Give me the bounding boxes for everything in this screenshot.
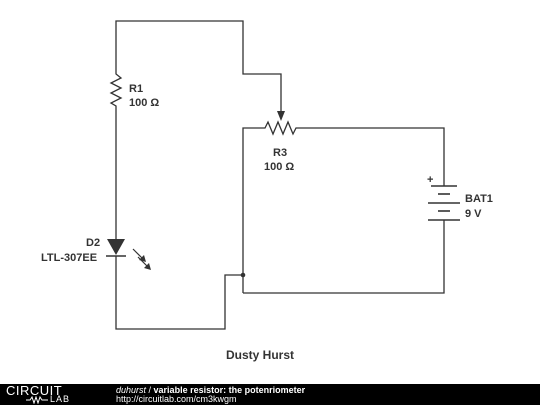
wire-bottom-right <box>243 220 445 294</box>
circuit-schematic: R1 100 Ω R3 100 Ω D2 LTL-307EE + BAT1 9 … <box>41 20 493 362</box>
resistor-r1-symbol <box>109 68 123 112</box>
footer-title[interactable]: variable resistor: the potenriometer <box>153 385 306 395</box>
author-label: Dusty Hurst <box>226 348 294 362</box>
wire-bottom-left <box>115 256 243 330</box>
wire-pot-right <box>302 127 445 186</box>
battery-bat1-symbol <box>428 185 460 221</box>
wires <box>115 20 445 330</box>
d2-value: LTL-307EE <box>41 252 97 264</box>
r3-designator: R3 <box>273 147 287 159</box>
potentiometer-r3-symbol <box>260 120 302 136</box>
r1-value: 100 Ω <box>129 97 159 109</box>
bat1-designator: BAT1 <box>465 193 493 205</box>
logo-text-top: CIRCUIT <box>6 383 63 398</box>
footer-separator: / <box>146 385 154 395</box>
bat1-value: 9 V <box>465 208 482 220</box>
footer-circuit-title: duhurst / variable resistor: the potenri… <box>116 385 305 395</box>
bat1-polarity: + <box>427 174 433 186</box>
footer-username[interactable]: duhurst <box>116 385 147 395</box>
potentiometer-wiper-arrow <box>277 111 285 121</box>
wire-top <box>115 20 282 112</box>
led-d2-symbol <box>106 239 151 270</box>
footer-url[interactable]: http://circuitlab.com/cm3kwgm <box>116 394 237 404</box>
circuitlab-logo[interactable]: CIRCUIT LAB <box>4 383 104 405</box>
r3-value: 100 Ω <box>264 161 294 173</box>
r1-designator: R1 <box>129 83 143 95</box>
footer-bar: CIRCUIT LAB duhurst / variable resistor:… <box>0 383 540 405</box>
d2-designator: D2 <box>86 237 100 249</box>
logo-resistor-icon <box>26 396 48 404</box>
junction-node <box>240 272 246 278</box>
logo-text-bottom: LAB <box>50 394 71 404</box>
wire-pot-left <box>242 127 260 293</box>
